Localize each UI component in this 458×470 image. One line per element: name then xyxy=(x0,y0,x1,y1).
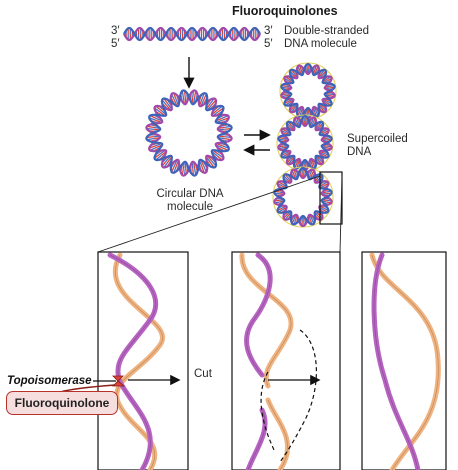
panel-3-ribbon-orange xyxy=(369,252,441,470)
label-double-stranded-line1: Double-stranded xyxy=(284,25,370,37)
panel-2-ribbon-orange-bottom-edge xyxy=(267,399,288,470)
panel-2-passage-path-right xyxy=(279,329,317,463)
panel-1-ribbon-purple xyxy=(107,252,159,470)
panel-1-ribbon-orange-edge xyxy=(115,254,163,470)
panel-1-ribbons xyxy=(107,252,165,470)
circular-dna-strand-a xyxy=(145,89,233,177)
label-5-prime-right: 5′ xyxy=(264,38,273,50)
panel-3-ribbon-purple-edge xyxy=(373,254,419,470)
label-circular-line1: Circular DNA xyxy=(156,188,224,200)
panel-2-ribbon-orange-top-edge xyxy=(241,254,292,387)
panel-2-passage-path-left xyxy=(260,371,276,453)
label-double-stranded-line2: DNA molecule xyxy=(284,38,357,50)
panel-2-ribbon-orange-top xyxy=(239,252,294,389)
circular-dna-strand-b xyxy=(145,89,233,177)
panel-3-ribbon-purple xyxy=(371,252,421,470)
label-circular-line2: molecule xyxy=(166,201,214,213)
panel-1-ribbon-purple-edge xyxy=(109,254,156,470)
zoom-line-right xyxy=(339,175,343,253)
supercoil-loop-1-strand-b xyxy=(280,62,336,118)
topoisomerase-enzyme-icon xyxy=(112,375,126,387)
linear-dna-strand-b xyxy=(123,26,261,42)
supercoil-loop-2-strand-b xyxy=(277,114,333,170)
linear-dna-helix xyxy=(123,26,261,42)
label-supercoiled-line2: DNA xyxy=(347,146,372,158)
label-3-prime-left: 3′ xyxy=(111,25,120,37)
panel-3-ribbon-orange-edge xyxy=(371,254,439,470)
label-5-prime-left: 5′ xyxy=(111,38,120,50)
zoom-selection-box xyxy=(319,171,343,225)
panel-2-ribbon-orange-bottom xyxy=(265,397,291,470)
label-circular-dna: Circular DNA molecule xyxy=(140,188,240,214)
circular-dna-helix xyxy=(145,89,233,177)
supercoil-outline xyxy=(272,166,334,228)
panel-2-ribbon-purple-top xyxy=(244,252,273,378)
label-supercoiled-line1: Supercoiled xyxy=(347,133,408,145)
linear-dna-strand-a xyxy=(123,26,261,42)
diagram-title: Fluoroquinolones xyxy=(232,4,338,18)
label-cut: Cut xyxy=(194,368,212,380)
label-topoisomerase: Topoisomerase xyxy=(7,375,92,387)
supercoil-loop-3-strand-b xyxy=(273,166,333,226)
panel-1-ribbon-orange xyxy=(112,252,165,470)
panel-2-ribbon-purple-bottom xyxy=(245,407,268,470)
zoom-line-left xyxy=(97,175,321,253)
supercoiled-dna xyxy=(272,62,337,228)
label-double-stranded: Double-stranded DNA molecule xyxy=(284,25,369,51)
panel-2-ribbons xyxy=(239,252,317,470)
label-supercoiled-dna: Supercoiled DNA xyxy=(347,133,408,159)
panel-3-ribbons xyxy=(369,252,441,470)
panel-2-ribbon-purple-top-edge xyxy=(246,254,271,376)
label-3-prime-right: 3′ xyxy=(264,25,273,37)
fluoroquinolone-badge: Fluoroquinolone xyxy=(6,391,118,415)
panel-2-ribbon-purple-bottom-edge xyxy=(247,409,266,470)
